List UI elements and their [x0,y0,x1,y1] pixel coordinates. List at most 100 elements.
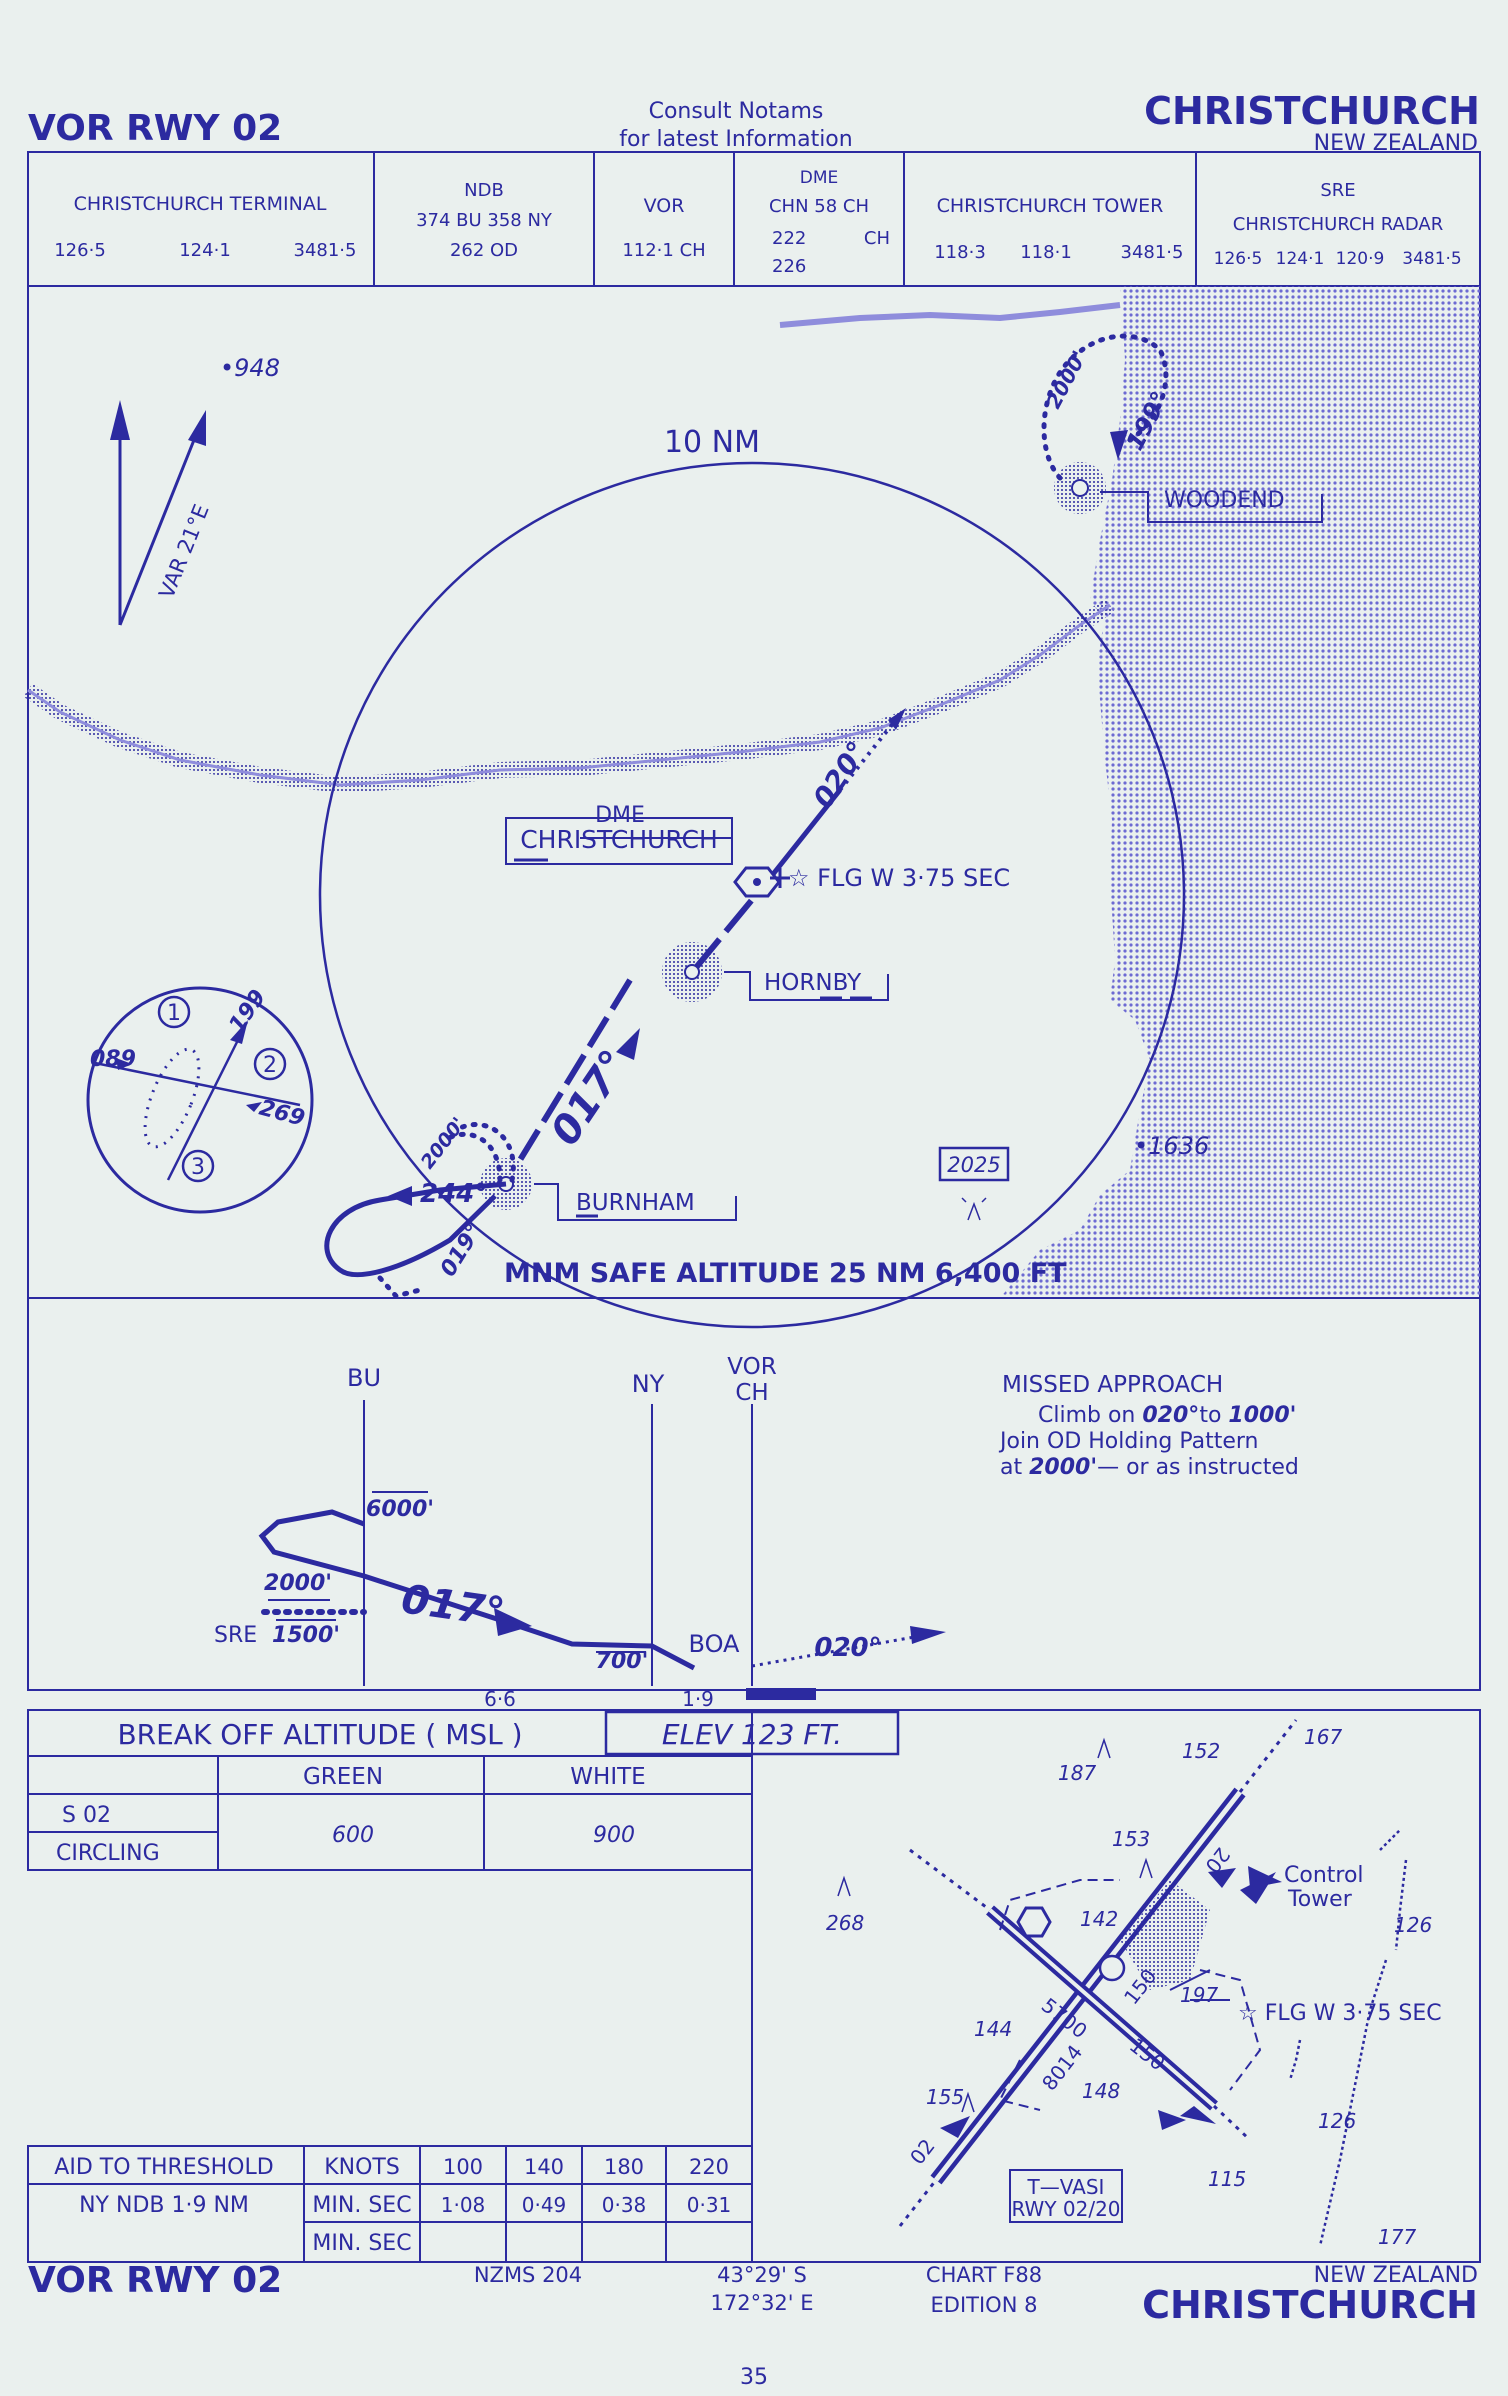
spot-elevation-115: 115 [1208,2167,1246,2191]
burnham-holding-pattern [442,1122,516,1183]
hornby-label: HORNBY [764,970,862,996]
spot-elevation-144: 144 [974,2017,1012,2041]
river [23,598,1115,794]
dme-line3: 226 [772,256,806,277]
woodend-holding-pattern [1041,333,1169,481]
terminal-freq-1: 126·5 [54,240,106,261]
footer-city: CHRISTCHURCH [1142,2283,1478,2327]
spot-elevation-152: 152 [1182,1739,1220,1763]
aerodrome-diagram [837,1719,1408,2247]
burnham-course-019: 019° [436,1220,487,1282]
profile-alt-1500: 1500' [272,1623,340,1648]
woodend-holding-arrow [1110,430,1128,460]
coastline-top [779,302,1121,328]
spot-elevation-126a: 126 [1394,1913,1432,1937]
hornby-ndb-icon [662,942,722,1002]
dme-line1: CHN 58 CH [769,196,869,217]
vor-freq: 112·1 CH [622,240,705,261]
spot-elevation-187: 187 [1058,1761,1096,1785]
footer-longitude: 172°32' E [710,2291,813,2315]
runway-designator-02: 02 [905,2134,940,2169]
tower-name: CHRISTCHURCH TOWER [937,195,1164,217]
dme-christchurch-box [505,817,733,865]
woodend-altitude: 2000' [1041,347,1091,413]
profile-alt-2000: 2000' [264,1571,332,1596]
timing-time-100: 1·08 [441,2193,486,2217]
spot-elevation-197: 197 [1180,1983,1218,2007]
minima-row-s02: S 02 [62,1803,111,1828]
missed-approach-line2: Join OD Holding Pattern [998,1429,1259,1454]
missed-approach-track-020 [838,710,904,792]
tower-freq-2: 118·1 [1020,242,1072,263]
range-ring-10nm [318,461,1186,1329]
footer-chart: CHART F88 [926,2263,1042,2287]
radar-freq-2: 124·1 [1276,249,1325,269]
terminal-freq-3: 3481·5 [294,240,357,261]
profile-alt-6000: 6000' [366,1497,434,1522]
spot-elevation-268: 268 [826,1911,864,1935]
profile-sre: SRE [214,1623,257,1648]
approach-arrow-icon [616,1028,640,1060]
vor-title: VOR [644,195,685,217]
spot-elevation-155: 155 [926,2085,964,2109]
radar-freq-3: 120·9 [1336,249,1385,269]
profile-alt-700: 700' [596,1649,649,1674]
sector-diagram [86,986,314,1214]
profile-course-017: 017° [399,1576,508,1636]
aerodrome-beacon-light: ☆ FLG W 3·75 SEC [788,864,1010,892]
spot-elevation-167: 167 [1304,1725,1342,1749]
dme-line2: 222 [772,228,806,249]
minima-white-value: 900 [593,1823,635,1848]
sea-shading [1000,286,1480,1298]
woodend-ndb-icon [1054,462,1106,514]
page-number: 35 [740,2365,768,2390]
minima-col-white: WHITE [570,1764,645,1790]
woodend-label: WOODEND [1164,488,1285,513]
spot-elevation-1636: •1636 [1134,1132,1209,1160]
sector-3: 3 [191,1155,205,1180]
missed-approach-line1: Climb on 020°to 1000' [1038,1403,1296,1428]
timing-knots: KNOTS [324,2155,400,2180]
spot-elevation-148: 148 [1082,2079,1120,2103]
timing-time-180: 0·38 [602,2193,647,2217]
sector-bearing-269: 269 [256,1096,307,1132]
obstacle-box [938,1146,1010,1182]
timing-speed-220: 220 [689,2155,729,2179]
profile-distance-66: 6·6 [484,1687,516,1711]
header-city: CHRISTCHURCH [1144,89,1480,133]
timing-speed-140: 140 [524,2155,564,2179]
tower-freq-1: 118·3 [934,242,986,263]
burnham-altitude: 2000' [417,1113,470,1173]
vasi-label-2: RWY 02/20 [1011,2197,1120,2221]
timing-label-1: AID TO THRESHOLD [54,2155,273,2180]
profile-vor-line2: CH [735,1380,768,1406]
missed-approach-line3: at 2000'— or as instructed [1000,1455,1299,1480]
radar-freq-1: 126·5 [1214,249,1263,269]
missed-approach-title: MISSED APPROACH [1002,1372,1223,1398]
footer-procedure: VOR RWY 02 [28,2260,282,2301]
profile-procedure-turn [258,1509,365,1579]
dme-christchurch-label: CHRISTCHURCH [520,825,718,854]
terminal-freq-2: 124·1 [179,240,231,261]
spot-elevation-153: 153 [1112,1827,1150,1851]
profile-boa: BOA [689,1630,741,1658]
footer-country: NEW ZEALAND [1314,2263,1478,2288]
aerodrome-diagram-frame [751,1709,1481,2263]
range-ring-label: 10 NM [664,425,760,460]
vasi-label-1: T—VASI [1027,2175,1105,2199]
profile-descent-path [363,1573,696,1671]
timing-time-140: 0·49 [522,2193,567,2217]
header-consult-line2: for latest Information [619,127,852,152]
radar-name: CHRISTCHURCH RADAR [1233,214,1443,235]
timing-time-220: 0·31 [687,2193,732,2217]
aerodrome-light: ☆ FLG W 3·75 SEC [1238,2001,1442,2026]
approach-track-017 [517,978,633,1162]
profile-distance-19: 1·9 [682,1687,714,1711]
terminal-name: CHRISTCHURCH TERMINAL [74,193,327,215]
radar-freq-4: 3481·5 [1402,249,1461,269]
minima-row-circling: CIRCLING [56,1841,160,1866]
timing-minsec-1: MIN. SEC [312,2193,411,2218]
control-tower-label-2: Tower [1287,1887,1353,1912]
